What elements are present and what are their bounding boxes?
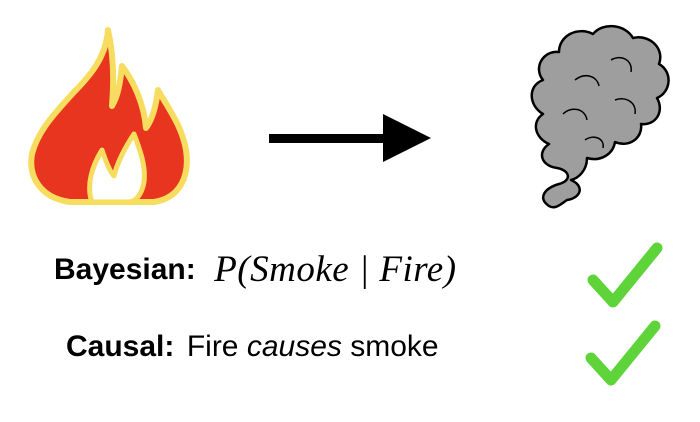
causal-statement: Fire causes smoke bbox=[187, 330, 439, 364]
causal-row: Causal: Fire causes smoke bbox=[66, 330, 439, 390]
smoke-icon bbox=[530, 25, 670, 209]
checkmark-icon bbox=[585, 320, 661, 386]
causal-label: Causal: bbox=[66, 330, 175, 363]
checkmark-icon bbox=[587, 242, 663, 308]
statement-post: smoke bbox=[350, 330, 439, 363]
bayesian-row: Bayesian: P(Smoke | Fire) bbox=[54, 248, 457, 308]
statement-emphasis: causes bbox=[246, 330, 342, 363]
statement-pre: Fire bbox=[186, 330, 239, 363]
bayesian-formula: P(Smoke | Fire) bbox=[214, 249, 457, 290]
fire-icon bbox=[28, 27, 190, 205]
bayesian-label: Bayesian: bbox=[54, 252, 196, 286]
right-arrow-icon bbox=[269, 114, 431, 162]
